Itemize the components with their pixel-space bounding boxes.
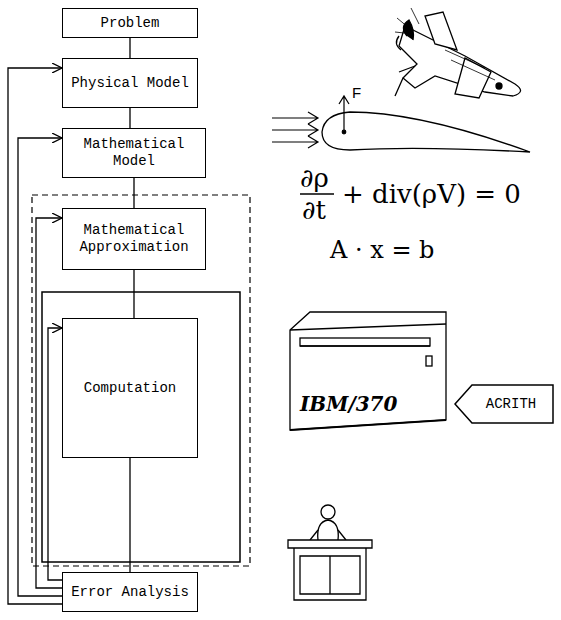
box-label: ACRITH (482, 394, 540, 415)
matrix-equation: A · x = b (330, 236, 434, 264)
equation-body: + div(ρV) = 0 (342, 180, 521, 208)
process-box: Mathematical Approximation (62, 208, 206, 270)
equation-denominator: ∂t (302, 196, 326, 224)
flow-line (133, 178, 134, 208)
arrow-tag: ACRITH (454, 384, 554, 424)
box-label: Mathematical Model (63, 134, 205, 172)
equation-numerator: ∂ρ (300, 164, 329, 192)
process-box: Error Analysis (62, 572, 198, 612)
airfoil (322, 112, 530, 152)
feedback-arrow (8, 68, 62, 604)
process-box: Mathematical Model (62, 128, 206, 178)
box-label: Physical Model (67, 73, 193, 94)
dashed-frame (32, 195, 250, 566)
process-box: Physical Model (62, 58, 198, 108)
box-label: Mathematical Approximation (63, 220, 205, 258)
computer-logo: IBM/370 (300, 392, 397, 416)
force-arrow (339, 96, 349, 134)
flow-line (129, 38, 130, 58)
feedback-arrow (36, 218, 62, 588)
process-box: Computation (62, 318, 198, 458)
airflow-arrows (272, 112, 318, 148)
flow-line (129, 108, 130, 128)
box-label: Computation (80, 378, 180, 399)
solid-frame (42, 292, 240, 562)
flow-line (129, 458, 130, 572)
feedback-arrow (18, 138, 62, 596)
person-at-desk (288, 505, 372, 600)
flow-line (133, 270, 134, 318)
fraction-bar (300, 193, 334, 195)
space-shuttle (395, 8, 521, 98)
process-box: Problem (62, 8, 198, 38)
box-label: Problem (97, 13, 164, 34)
feedback-arrow (48, 328, 62, 580)
force-label: F (352, 84, 361, 101)
box-label: Error Analysis (67, 582, 193, 603)
computer-cabinet (290, 312, 446, 430)
